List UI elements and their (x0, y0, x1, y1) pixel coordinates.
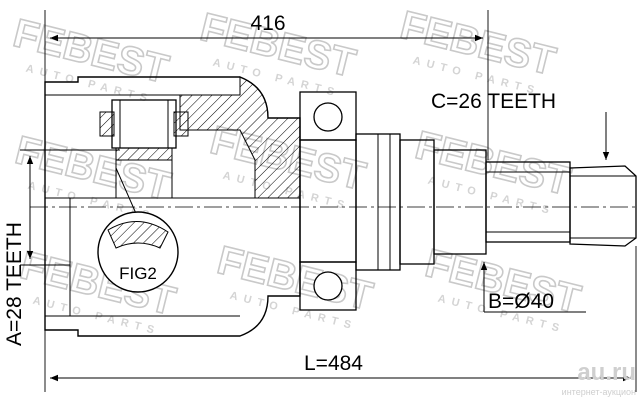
corner-watermark: au.ru интернет-аукцион (562, 359, 636, 397)
fig2-label: FIG2 (119, 264, 157, 283)
tripod-roller (99, 99, 189, 198)
fig2-callout: FIG2 (97, 167, 179, 293)
corner-tagline: интернет-аукцион (562, 387, 636, 397)
dim-spline-a: A=28 TEETH (3, 222, 26, 346)
dim-diameter-b: B=Ø40 (488, 290, 554, 313)
dimension-lines (20, 10, 637, 392)
bearing-section (299, 91, 435, 311)
dim-total-length: L=484 (304, 352, 363, 375)
output-shaft (433, 149, 637, 255)
corner-site: au.ru (577, 359, 636, 386)
dim-top-length: 416 (250, 12, 285, 35)
dim-spline-c: C=26 TEETH (431, 90, 556, 113)
